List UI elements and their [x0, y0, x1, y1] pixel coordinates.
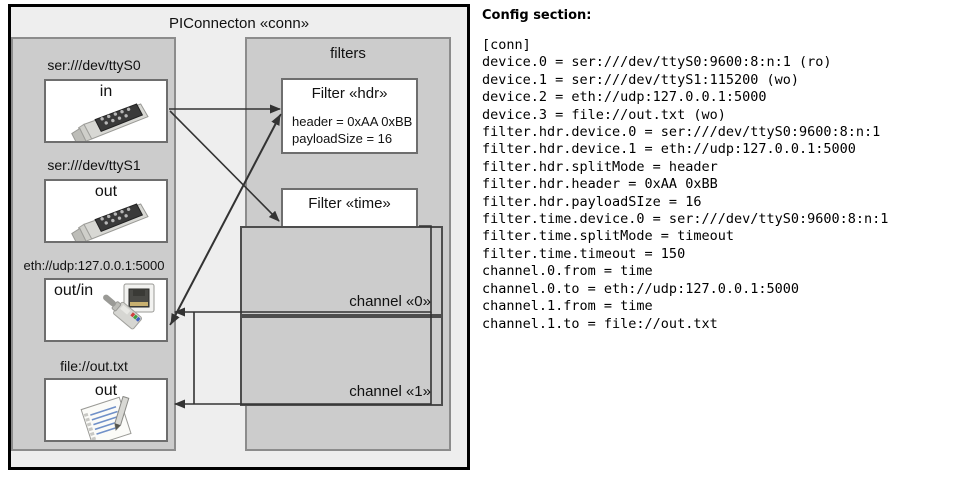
config-section: Config section: [conn] device.0 = ser://… — [482, 8, 960, 333]
text-file-icon — [80, 396, 132, 440]
filter-box-hdr[interactable]: Filter «hdr» header = 0xAA 0xBB payloadS… — [281, 78, 418, 154]
filter-prop-hdr-payloadsize: payloadSize = 16 — [292, 131, 393, 146]
device-label-ttys1: ser:///dev/ttyS1 — [47, 157, 141, 173]
filter-prop-hdr-header: header = 0xAA 0xBB — [292, 114, 413, 129]
device-box-eth[interactable]: out/in — [44, 278, 168, 342]
device-box-ttys0[interactable]: in — [44, 79, 168, 143]
channel-box-1[interactable]: channel «1» — [240, 316, 443, 406]
channel-label-0: channel «0» — [349, 293, 431, 310]
filter-title-hdr: Filter «hdr» — [311, 85, 388, 102]
device-label-ttys0: ser:///dev/ttyS0 — [47, 57, 141, 73]
device-io-ttys1: out — [94, 183, 118, 200]
channel-label-1: channel «1» — [349, 383, 431, 400]
filters-panel-title: filters — [330, 45, 366, 62]
serial-port-icon — [71, 103, 149, 141]
device-box-file[interactable]: out — [44, 378, 168, 442]
config-text: [conn] device.0 = ser:///dev/ttyS0:9600:… — [482, 37, 889, 332]
device-io-file: out — [94, 382, 118, 399]
config-heading: Config section: — [482, 8, 592, 23]
page-title: PIConnecton «conn» — [168, 15, 310, 32]
device-io-eth: out/in — [54, 282, 94, 299]
ethernet-jack-icon — [103, 283, 155, 330]
device-io-ttys0: in — [99, 83, 113, 100]
device-label-file: file://out.txt — [60, 358, 128, 374]
device-box-ttys1[interactable]: out — [44, 179, 168, 243]
device-label-eth: eth://udp:127.0.0.1:5000 — [23, 258, 165, 273]
serial-port-icon — [71, 203, 149, 241]
channel-box-0[interactable]: channel «0» — [240, 226, 443, 316]
filter-title-time: Filter «time» — [308, 195, 391, 212]
